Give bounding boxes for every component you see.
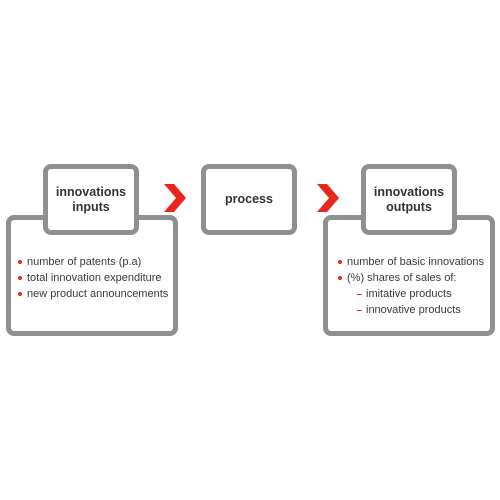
inputs-title: innovations inputs bbox=[56, 185, 126, 215]
inputs-title-box: innovations inputs bbox=[43, 164, 139, 235]
inputs-item-expenditure: total innovation expenditure bbox=[18, 270, 173, 286]
chevron-right-icon bbox=[317, 184, 339, 212]
inputs-list: number of patents (p.a) total innovation… bbox=[18, 254, 173, 302]
chevron-right-icon bbox=[164, 184, 186, 212]
outputs-title-line2: outputs bbox=[386, 199, 432, 214]
process-box: process bbox=[201, 164, 297, 235]
outputs-item-basic-innovations: number of basic innovations bbox=[338, 254, 490, 270]
inputs-item-announcements: new product announcements bbox=[18, 286, 173, 302]
process-title: process bbox=[225, 192, 273, 206]
outputs-title: innovations outputs bbox=[374, 185, 444, 215]
outputs-title-box: innovations outputs bbox=[361, 164, 457, 235]
inputs-item-patents: number of patents (p.a) bbox=[18, 254, 173, 270]
outputs-list: number of basic innovations (%) shares o… bbox=[338, 254, 490, 318]
outputs-title-line1: innovations bbox=[373, 184, 445, 199]
inputs-title-line1: innovations bbox=[55, 184, 127, 199]
outputs-subitem-innovative: innovative products bbox=[338, 302, 490, 318]
inputs-title-line2: inputs bbox=[72, 199, 110, 214]
outputs-item-shares-of-sales: (%) shares of sales of: bbox=[338, 270, 490, 286]
outputs-subitem-imitative: imitative products bbox=[338, 286, 490, 302]
